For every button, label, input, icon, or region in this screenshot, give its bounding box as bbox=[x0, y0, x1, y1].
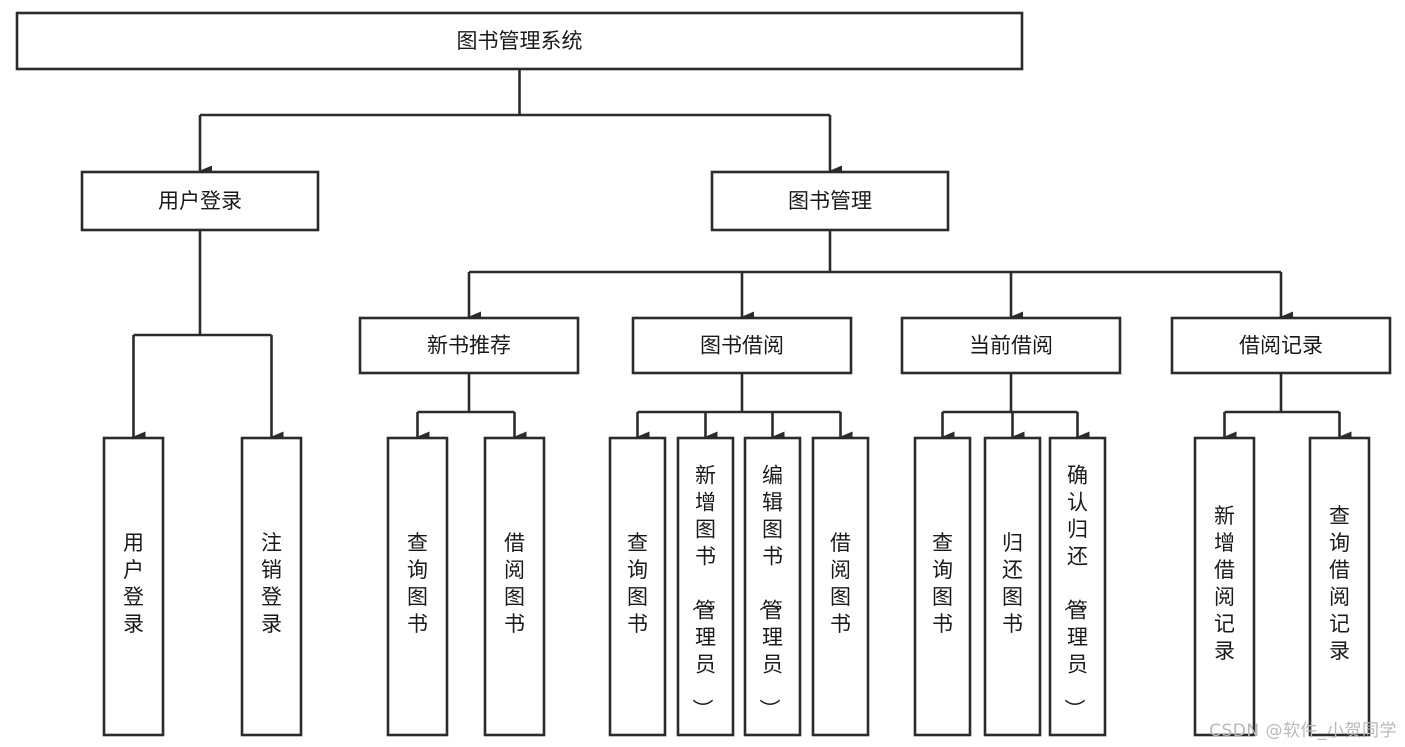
node-label: 新书推荐 bbox=[427, 334, 511, 358]
leaf-label: 查询借阅记录 bbox=[1329, 504, 1350, 663]
leaf-label: 借阅图书 bbox=[504, 531, 525, 636]
leaf-label: 查询图书 bbox=[407, 531, 428, 636]
node-leaf-add-borrow-record[interactable]: 新增借阅记录 bbox=[1193, 436, 1256, 737]
leaf-label: 用户登录 bbox=[123, 531, 144, 636]
node-leaf-user-login[interactable]: 用户登录 bbox=[102, 436, 165, 737]
connector-root-to-level2 bbox=[198, 69, 842, 177]
leaf-label: 查询图书 bbox=[627, 531, 648, 636]
node-leaf-borrow-book-rec[interactable]: 借阅图书 bbox=[483, 436, 546, 737]
leaf-label: 确认归还（管理员） bbox=[1062, 464, 1088, 720]
node-label: 图书借阅 bbox=[700, 334, 784, 358]
node-root[interactable]: 图书管理系统 bbox=[15, 11, 1024, 71]
node-leaf-add-book[interactable]: 新增图书（管理员） bbox=[676, 436, 735, 737]
leaf-label: 归还图书 bbox=[1002, 531, 1023, 636]
leaf-label: 编辑图书（管理员） bbox=[757, 464, 783, 720]
node-new-book-recommend[interactable]: 新书推荐 bbox=[358, 316, 580, 375]
node-leaf-logout[interactable]: 注销登录 bbox=[240, 436, 303, 737]
connector-book-borrow-to-leaves bbox=[636, 373, 853, 443]
node-leaf-query-book-rec[interactable]: 查询图书 bbox=[386, 436, 449, 737]
node-user-login[interactable]: 用户登录 bbox=[80, 170, 320, 232]
node-leaf-query-book-borrow[interactable]: 查询图书 bbox=[608, 436, 667, 737]
node-leaf-query-borrow-record[interactable]: 查询借阅记录 bbox=[1308, 436, 1371, 737]
connector-book-manage-to-level3 bbox=[467, 230, 1293, 323]
connector-borrow-record-to-leaves bbox=[1223, 373, 1352, 443]
node-leaf-edit-book[interactable]: 编辑图书（管理员） bbox=[743, 436, 802, 737]
node-leaf-query-book-current[interactable]: 查询图书 bbox=[913, 436, 972, 737]
node-borrow-record[interactable]: 借阅记录 bbox=[1170, 316, 1392, 375]
node-current-borrow[interactable]: 当前借阅 bbox=[900, 316, 1122, 375]
leaf-label: 查询图书 bbox=[932, 531, 953, 636]
watermark-text: CSDN @软件_小贺同学 bbox=[1209, 721, 1397, 741]
leaf-label: 注销登录 bbox=[261, 531, 282, 636]
node-boxes: 图书管理系统用户登录图书管理新书推荐图书借阅当前借阅借阅记录用户登录注销登录查询… bbox=[15, 11, 1392, 737]
node-book-manage[interactable]: 图书管理 bbox=[710, 170, 950, 232]
connector-user-login-to-leaves bbox=[132, 230, 284, 443]
connector-new-book-recommend-to-leaves bbox=[416, 373, 527, 443]
node-label: 图书管理系统 bbox=[457, 29, 583, 53]
node-leaf-borrow-book[interactable]: 借阅图书 bbox=[811, 436, 870, 737]
node-book-borrow[interactable]: 图书借阅 bbox=[631, 316, 853, 375]
node-leaf-confirm-return[interactable]: 确认归还（管理员） bbox=[1048, 436, 1107, 737]
node-leaf-return-book[interactable]: 归还图书 bbox=[983, 436, 1042, 737]
node-label: 图书管理 bbox=[788, 189, 872, 213]
node-label: 当前借阅 bbox=[969, 334, 1053, 358]
leaf-label: 新增图书（管理员） bbox=[690, 464, 716, 720]
connector-lines bbox=[132, 69, 1352, 443]
leaf-label: 借阅图书 bbox=[830, 531, 851, 636]
leaf-label: 新增借阅记录 bbox=[1214, 504, 1235, 663]
node-label: 借阅记录 bbox=[1239, 334, 1323, 358]
connector-current-borrow-to-leaves bbox=[941, 373, 1090, 443]
node-label: 用户登录 bbox=[158, 189, 242, 213]
